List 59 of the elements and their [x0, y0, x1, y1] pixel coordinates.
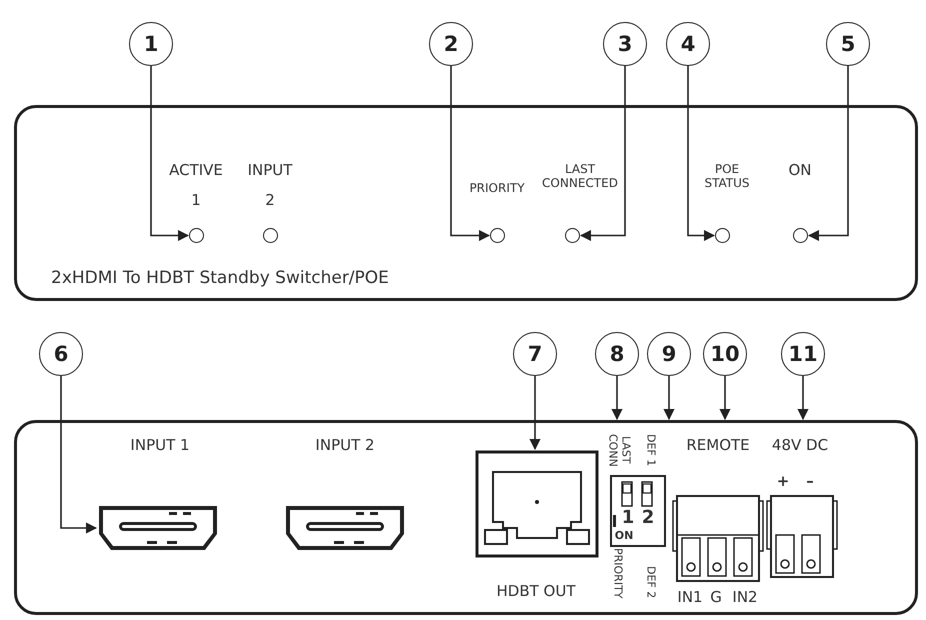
panel-label: PRIORITY	[611, 548, 624, 599]
panel-label: POE STATUS	[703, 163, 751, 191]
panel-label: HDBT OUT	[496, 583, 576, 600]
callout-number: 4	[666, 22, 710, 66]
callout-number: 11	[781, 332, 825, 376]
panel-label: 48V DC	[772, 437, 828, 454]
rear-panel	[14, 420, 918, 615]
panel-label: IN1	[677, 589, 703, 606]
panel-label: INPUT	[248, 162, 292, 180]
panel-label: ACTIVE	[169, 162, 223, 180]
panel-label: PRIORITY	[469, 182, 525, 196]
panel-label: LAST CONNECTED	[541, 163, 619, 191]
panel-label: ON	[614, 530, 634, 543]
leader-line	[150, 66, 190, 242]
panel-label: ON	[788, 162, 812, 180]
panel-label: IN2	[732, 589, 758, 606]
callout-number: 5	[826, 22, 870, 66]
leader-line	[797, 376, 809, 420]
panel-label: 1	[622, 508, 634, 529]
leader-line	[611, 376, 623, 420]
leader-line	[663, 376, 675, 420]
panel-label: DEF 2	[644, 566, 657, 598]
panel-label: INPUT 2	[315, 437, 375, 454]
led-indicator	[263, 228, 278, 243]
leader-line	[719, 376, 731, 420]
callout-number: 6	[39, 332, 83, 376]
panel-label: LAST CONN	[606, 432, 632, 468]
leader-line	[580, 66, 626, 242]
callout-number: 8	[595, 332, 639, 376]
panel-label: +	[776, 473, 790, 490]
model-description: 2xHDMI To HDBT Standby Switcher/POE	[51, 268, 389, 288]
rj45-port	[475, 450, 599, 558]
panel-label: 2	[642, 508, 654, 529]
callout-number: 7	[513, 332, 557, 376]
led-indicator	[793, 228, 808, 243]
led-indicator	[565, 228, 580, 243]
led-indicator	[490, 228, 505, 243]
leader-line	[529, 376, 541, 450]
led-indicator	[189, 228, 204, 243]
callout-number: 3	[603, 22, 647, 66]
panel-label: G	[710, 589, 722, 606]
panel-label: REMOTE	[686, 437, 750, 454]
callout-number: 2	[429, 22, 473, 66]
hdmi-port	[97, 504, 219, 552]
callout-number: 9	[647, 332, 691, 376]
leader-line	[687, 66, 716, 242]
panel-label: 2	[265, 192, 275, 210]
hdmi-port	[284, 504, 406, 552]
callout-number: 10	[703, 332, 747, 376]
panel-label: –	[806, 473, 814, 490]
leader-line	[60, 376, 98, 534]
leader-line	[808, 66, 849, 242]
panel-label: DEF 1	[644, 434, 657, 466]
panel-label: 1	[191, 192, 201, 210]
callout-number: 1	[129, 22, 173, 66]
led-indicator	[715, 228, 730, 243]
front-panel	[14, 105, 918, 301]
leader-line	[450, 66, 490, 242]
panel-label: INPUT 1	[130, 437, 190, 454]
